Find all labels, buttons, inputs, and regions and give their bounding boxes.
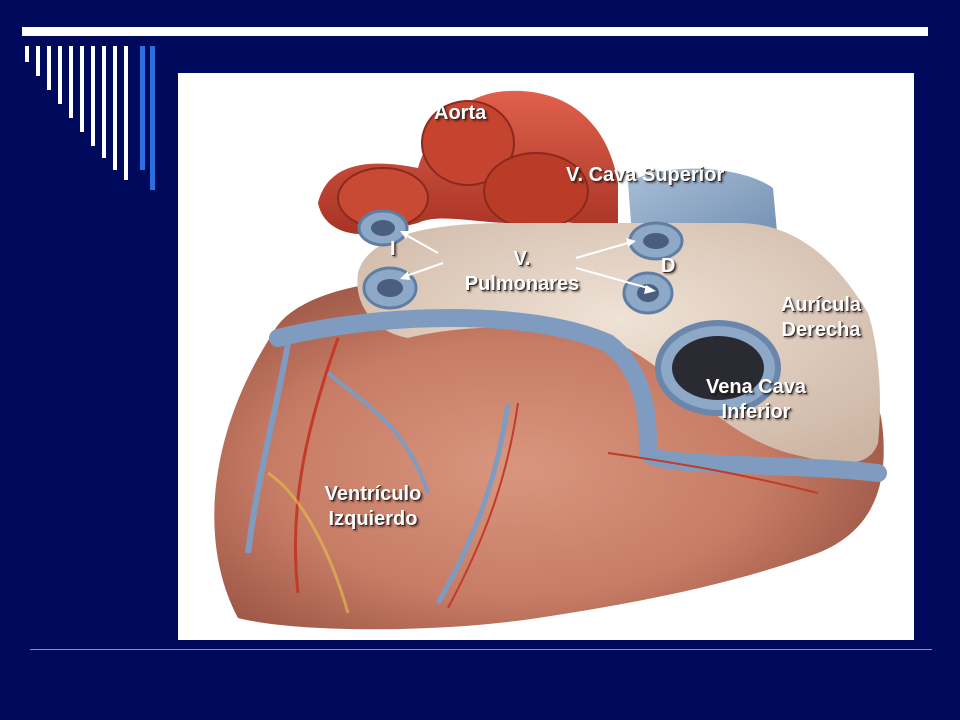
heart-illustration-panel <box>178 73 914 640</box>
label-aorta: Aorta <box>434 102 487 124</box>
label-venas-pulmonares: V. Pulmonares <box>452 247 592 297</box>
label-venas-pulmonares-line2: Pulmonares <box>464 273 580 295</box>
label-marker-izquierda: I <box>390 238 396 260</box>
label-auricula-derecha: Aurícula Derecha <box>766 293 876 343</box>
label-vena-cava-superior: V. Cava Superior <box>566 164 725 186</box>
label-auricula-line2: Derecha <box>781 319 861 341</box>
label-vena-cava-inferior: Vena Cava Inferior <box>688 375 824 425</box>
label-auricula-line1: Aurícula <box>780 294 862 316</box>
label-vci-line1: Vena Cava <box>705 376 807 398</box>
label-vci-line2: Inferior <box>721 401 791 423</box>
label-venas-pulmonares-line1: V. <box>513 248 531 270</box>
label-ventriculo-line2: Izquierdo <box>328 508 418 530</box>
heart-illustration <box>214 90 887 630</box>
label-marker-derecha: D <box>661 255 676 277</box>
bottom-rule <box>30 649 932 650</box>
label-ventriculo-line1: Ventrículo <box>324 483 422 505</box>
top-rule <box>22 27 928 36</box>
decorative-stripes <box>25 46 155 190</box>
label-ventriculo-izquierdo: Ventrículo Izquierdo <box>306 482 440 532</box>
